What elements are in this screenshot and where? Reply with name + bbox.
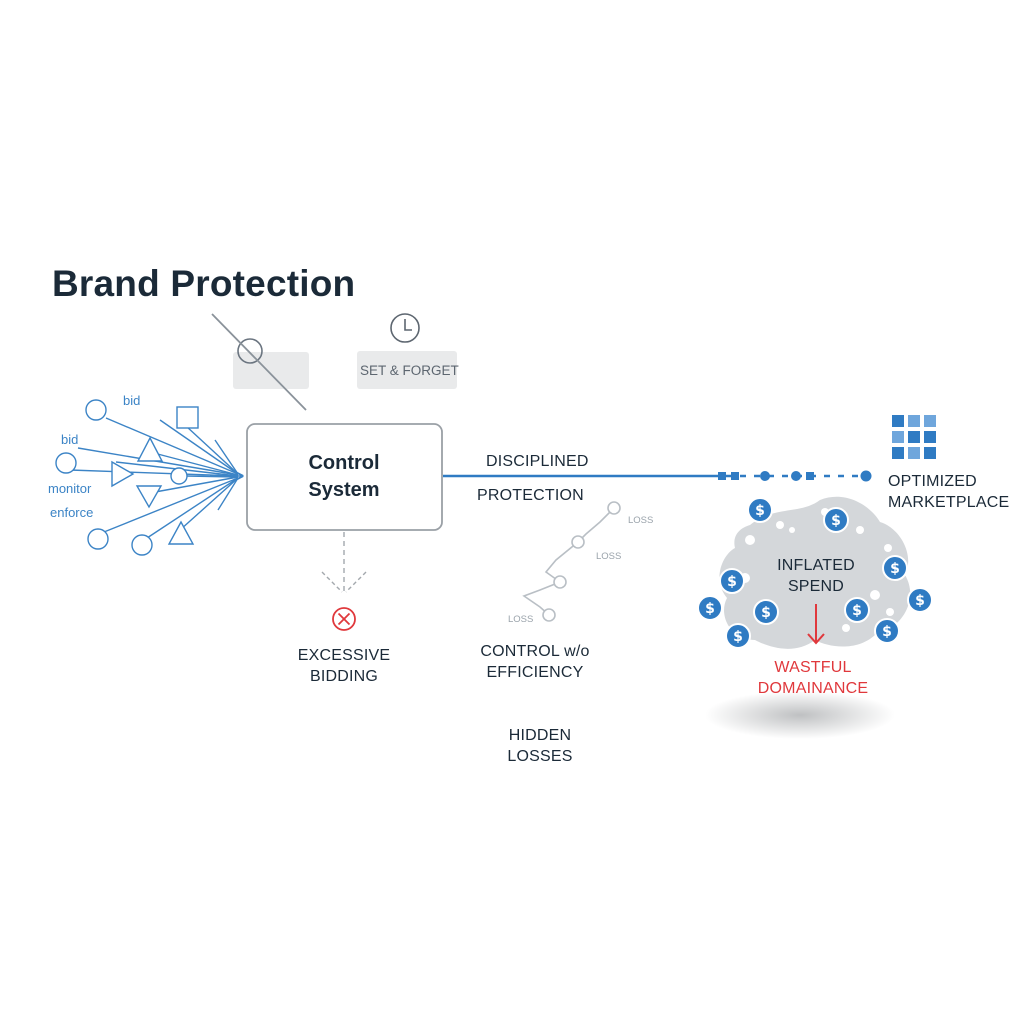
input-network bbox=[55, 399, 242, 556]
dollar-coin-icon: $ bbox=[844, 597, 870, 623]
dollar-symbol: $ bbox=[755, 503, 765, 519]
wasteful-line1: WASTFUL bbox=[774, 659, 852, 676]
dollar-symbol: $ bbox=[915, 593, 925, 609]
line-marker bbox=[718, 472, 726, 480]
input-label: bid bbox=[123, 393, 141, 408]
input-label: enforce bbox=[50, 505, 94, 520]
dollar-coin-icon: $ bbox=[697, 595, 723, 621]
inflated-spend-label: INFLATED SPEND bbox=[756, 555, 876, 597]
set-forget-label: SET & FORGET bbox=[360, 363, 459, 378]
marketplace-label: OPTIMIZED MARKETPLACE bbox=[888, 471, 1009, 513]
node-circle bbox=[85, 399, 107, 421]
node-circle bbox=[170, 467, 188, 485]
hidden-losses-line1: HIDDEN bbox=[508, 727, 572, 744]
loss-label: LOSS bbox=[508, 614, 534, 625]
node-triangle bbox=[136, 436, 164, 462]
disciplined-line1: DISCIPLINED bbox=[486, 453, 589, 470]
dollar-symbol: $ bbox=[882, 624, 892, 640]
dollar-coin-icon: $ bbox=[882, 555, 908, 581]
node-circle bbox=[131, 534, 153, 556]
loss-path bbox=[522, 501, 621, 622]
disciplined-line bbox=[443, 470, 872, 482]
excessive-line2: BIDDING bbox=[309, 668, 379, 685]
blob-bubbles bbox=[740, 508, 894, 632]
inflated-line2: SPEND bbox=[787, 578, 845, 595]
blob-shadow bbox=[705, 691, 895, 739]
hidden-losses-line2: LOSSES bbox=[507, 748, 573, 765]
disciplined-line2: PROTECTION bbox=[477, 487, 584, 504]
set-forget-pill bbox=[357, 351, 457, 389]
node-triangle bbox=[167, 520, 195, 545]
dollar-symbol: $ bbox=[890, 561, 900, 577]
converging-lines bbox=[69, 417, 239, 541]
loss-node bbox=[553, 575, 567, 589]
dollar-coins: $ $ $ $ $ $ $ $ $ $ bbox=[697, 497, 933, 649]
marketplace-line2: MARKETPLACE bbox=[888, 494, 1010, 511]
disabled-indicator bbox=[211, 313, 309, 411]
control-efficiency-line1: CONTROL w/o bbox=[480, 643, 590, 660]
dollar-coin-icon: $ bbox=[874, 618, 900, 644]
ring-icon bbox=[237, 338, 263, 364]
line-marker bbox=[806, 472, 814, 480]
line-dot bbox=[760, 471, 770, 481]
dollar-symbol: $ bbox=[733, 629, 743, 645]
grid-icon bbox=[892, 415, 936, 459]
dollar-coin-icon: $ bbox=[823, 507, 849, 533]
node-triangle bbox=[111, 460, 135, 488]
loss-node bbox=[571, 535, 585, 549]
excessive-bidding-label: EXCESSIVE BIDDING bbox=[274, 645, 414, 687]
dollar-coin-icon: $ bbox=[747, 497, 773, 523]
wasteful-line2: DOMAINANCE bbox=[757, 680, 869, 697]
slash-line bbox=[211, 313, 307, 411]
dollar-coin-icon: $ bbox=[753, 599, 779, 625]
line-dot bbox=[860, 470, 872, 482]
dollar-symbol: $ bbox=[761, 605, 771, 621]
dollar-coin-icon: $ bbox=[725, 623, 751, 649]
control-system-line1: Control bbox=[308, 452, 380, 474]
dollar-symbol: $ bbox=[831, 513, 841, 529]
input-label: bid bbox=[61, 432, 79, 447]
input-label: monitor bbox=[48, 481, 92, 496]
dollar-symbol: $ bbox=[727, 574, 737, 590]
excessive-line1: EXCESSIVE bbox=[297, 647, 391, 664]
hidden-losses-label: HIDDEN LOSSES bbox=[480, 725, 600, 767]
dashed-arrow-down bbox=[321, 532, 367, 593]
inflated-line1: INFLATED bbox=[777, 557, 855, 574]
loss-label: LOSS bbox=[628, 515, 654, 526]
node-square bbox=[176, 406, 199, 429]
control-system-line2: System bbox=[308, 479, 380, 501]
loss-node bbox=[542, 608, 556, 622]
node-triangle bbox=[135, 485, 163, 509]
loss-label: LOSS bbox=[596, 551, 622, 562]
line-dot bbox=[791, 471, 801, 481]
dollar-symbol: $ bbox=[705, 601, 715, 617]
control-efficiency-line2: EFFICIENCY bbox=[486, 664, 584, 681]
control-efficiency-label: CONTROL w/o EFFICIENCY bbox=[465, 641, 605, 683]
dollar-coin-icon: $ bbox=[907, 587, 933, 613]
page-title: Brand Protection bbox=[52, 263, 356, 304]
wasteful-dominance-label: WASTFUL DOMAINANCE bbox=[743, 657, 883, 699]
node-circle bbox=[87, 528, 109, 550]
marketplace-line1: OPTIMIZED bbox=[888, 473, 977, 490]
dollar-symbol: $ bbox=[852, 603, 862, 619]
control-system-box bbox=[246, 423, 443, 531]
x-circle-icon bbox=[332, 607, 356, 631]
clock-icon bbox=[390, 313, 420, 343]
control-system-label: Control System bbox=[246, 450, 442, 504]
loss-node bbox=[607, 501, 621, 515]
node-circle bbox=[55, 452, 77, 474]
dollar-coin-icon: $ bbox=[719, 568, 745, 594]
red-down-arrow bbox=[807, 604, 825, 645]
line-marker bbox=[731, 472, 739, 480]
